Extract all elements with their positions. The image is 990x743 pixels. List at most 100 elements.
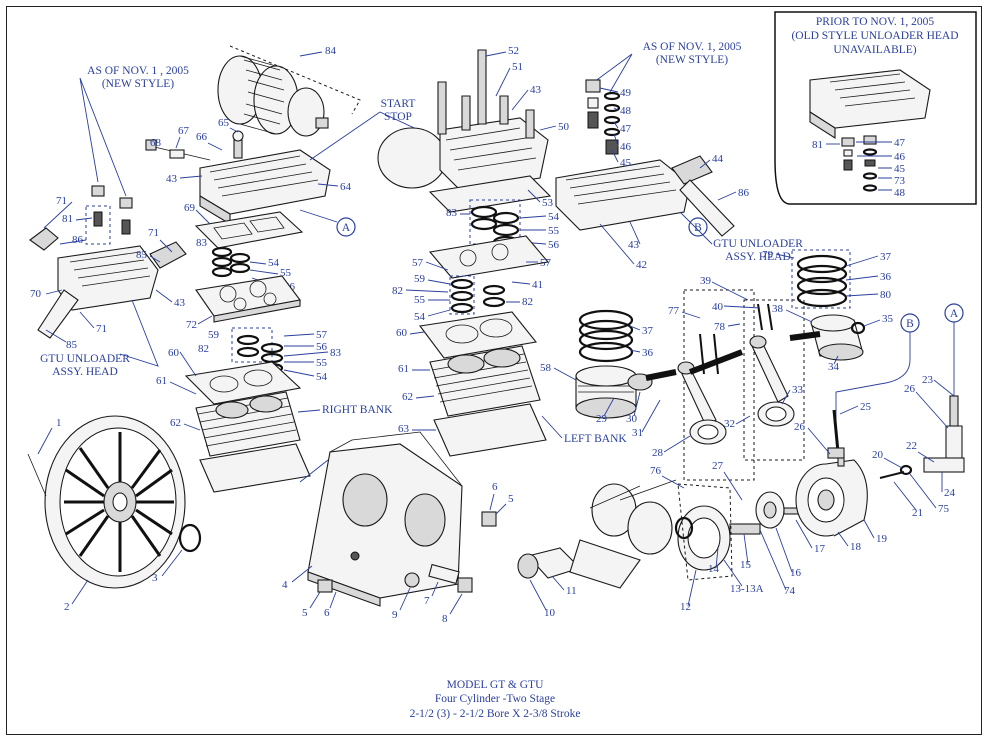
part-56-left-b: 56: [316, 341, 328, 353]
part-61-center: 61: [398, 363, 409, 375]
callout-a-left: [336, 217, 356, 237]
part-57-left-b: 57: [316, 329, 328, 341]
part-36-b: 36: [880, 271, 892, 283]
part-75: 75: [938, 503, 950, 515]
part-32: 32: [724, 418, 735, 430]
part-31: 31: [632, 427, 643, 439]
part-55-left: 55: [280, 267, 292, 279]
part-70: 70: [30, 288, 42, 300]
part-13: 13-13A: [730, 583, 764, 595]
gtu-unloader-head-right: [555, 79, 735, 237]
part-54-left: 54: [268, 257, 280, 269]
footer-model: MODEL GT & GTU: [447, 679, 544, 691]
note-new-style-right-1: AS OF NOV. 1, 2005: [643, 41, 742, 53]
left-bank-head: [377, 49, 552, 213]
note-start: START: [381, 98, 416, 110]
part-77: 77: [668, 305, 680, 317]
note-new-style-left-1: AS OF NOV. 1 , 2005: [87, 65, 189, 77]
callout-b-right-text: B: [906, 318, 914, 330]
part-8: 8: [442, 613, 448, 625]
cylinder-left-bank: [429, 345, 547, 457]
part-80: 80: [880, 289, 892, 301]
part-43-right: 43: [628, 239, 640, 251]
part-57-center: 57: [540, 257, 552, 269]
sight-glass: [481, 511, 497, 527]
part-47: 47: [620, 123, 632, 135]
part-86-left: 86: [72, 234, 84, 246]
footer-config: Four Cylinder -Two Stage: [435, 693, 555, 705]
seal-3: [178, 523, 202, 553]
part-71-left-b: 71: [148, 227, 159, 239]
part-57-center-b: 57: [412, 257, 424, 269]
valve-rings-right-bank: [211, 246, 251, 278]
valve-plate-center: [428, 235, 550, 279]
part-79: 79: [762, 249, 774, 261]
part-6-a: 6: [324, 607, 330, 619]
part-83-left: 83: [196, 237, 208, 249]
part-43-left-b: 43: [174, 297, 186, 309]
part-12: 12: [680, 601, 691, 613]
right-bank-head: [145, 130, 331, 225]
inset-title-1: PRIOR TO NOV. 1, 2005: [816, 16, 934, 28]
part-33: 33: [792, 384, 804, 396]
footer-bore: 2-1/2 (3) - 2-1/2 Bore X 2-3/8 Stroke: [410, 708, 581, 720]
part-55-left-b: 55: [316, 357, 328, 369]
part-25: 25: [860, 401, 872, 413]
callout-b-top-text: B: [694, 222, 702, 234]
part-11: 11: [566, 585, 577, 597]
callout-b-top: [688, 217, 708, 237]
part-18: 18: [850, 541, 862, 553]
part-48: 48: [620, 105, 632, 117]
part-64: 64: [340, 181, 352, 193]
flywheel: [27, 415, 186, 589]
part-52: 52: [508, 45, 519, 57]
part-45: 45: [620, 157, 632, 169]
part-60-center: 60: [396, 327, 408, 339]
note-right-bank: RIGHT BANK: [322, 404, 393, 416]
part-82-center-b: 82: [522, 296, 533, 308]
old-unloader-head-shape: [809, 69, 931, 129]
note-stop: STOP: [384, 111, 412, 123]
note-gtu-left-2: ASSY. HEAD: [52, 366, 118, 378]
air-filter-84: [217, 45, 361, 137]
part-48-inset: 48: [894, 187, 906, 199]
gtu-unloader-head-left: [29, 185, 187, 339]
part-45-inset: 45: [894, 163, 906, 175]
note-new-style-right-2: (NEW STYLE): [656, 54, 728, 66]
part-54-center: 54: [548, 211, 560, 223]
pilot-valve: [879, 395, 965, 479]
part-62-left: 62: [170, 417, 181, 429]
part-3: 3: [152, 572, 158, 584]
crankcase: [307, 431, 463, 607]
part-69: 69: [184, 202, 196, 214]
part-78: 78: [714, 321, 726, 333]
part-17: 17: [814, 543, 826, 555]
part-47-inset: 47: [894, 137, 906, 149]
part-43-left: 43: [166, 173, 178, 185]
part-22: 22: [906, 440, 917, 452]
part-16: 16: [790, 567, 802, 579]
part-28: 28: [652, 447, 664, 459]
part-43-center: 43: [530, 84, 542, 96]
part-26-a: 26: [794, 421, 806, 433]
part-34: 34: [828, 361, 840, 373]
note-left-bank: LEFT BANK: [564, 433, 627, 445]
note-gtu-left-1: GTU UNLOADER: [40, 353, 130, 365]
part-59-left: 59: [208, 329, 220, 341]
drain-plug: [317, 579, 333, 593]
part-39: 39: [700, 275, 712, 287]
part-9: 9: [392, 609, 398, 621]
bearing-housing-18: [795, 453, 868, 537]
part-30: 30: [626, 413, 638, 425]
rod-group-left: [683, 289, 755, 481]
part-26-b: 26: [904, 383, 916, 395]
part-42: 42: [636, 259, 647, 271]
part-68: 68: [150, 137, 162, 149]
part-67: 67: [178, 125, 190, 137]
part-50: 50: [558, 121, 570, 133]
unloader-tube-25: [832, 409, 840, 453]
part-21: 21: [912, 507, 923, 519]
part-7: 7: [424, 595, 430, 607]
part-44: 44: [712, 153, 724, 165]
